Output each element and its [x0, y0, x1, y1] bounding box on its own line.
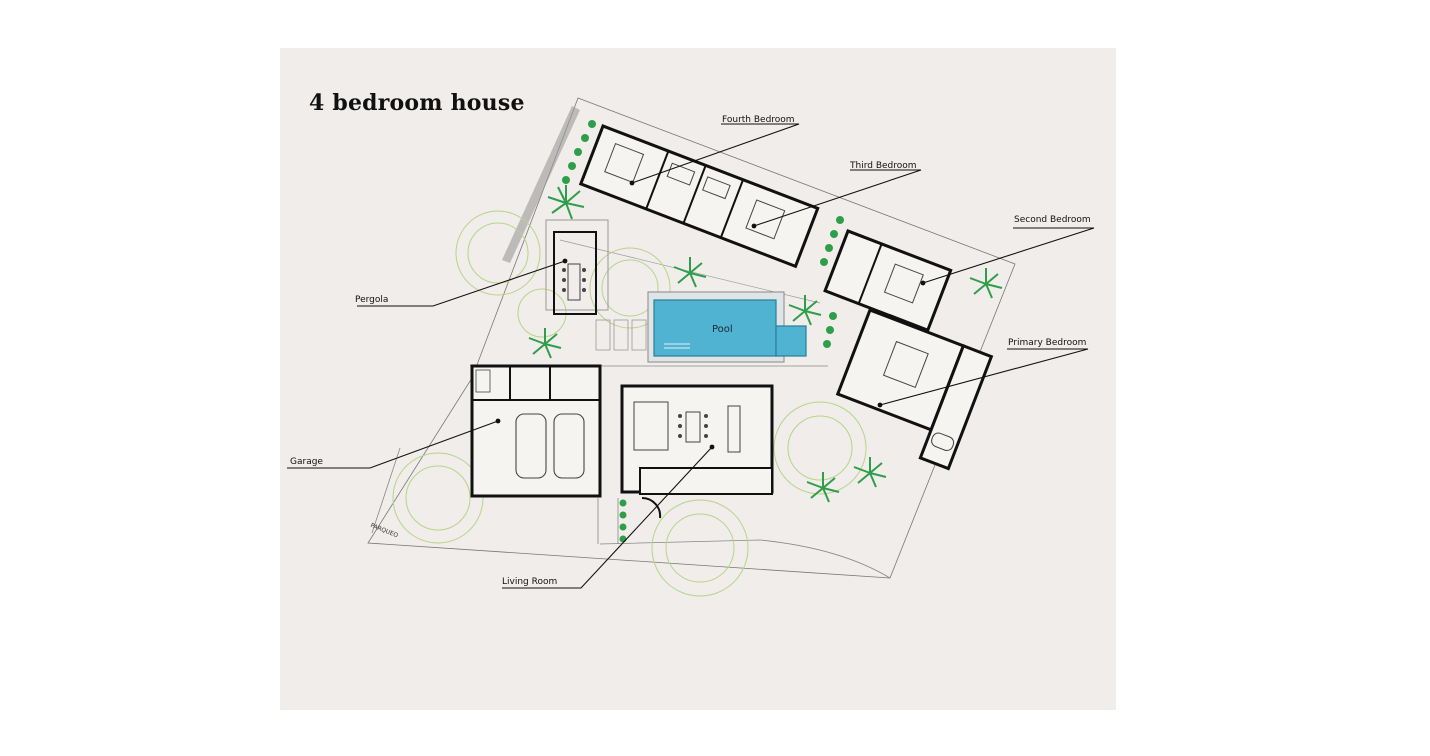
palm-trees — [528, 185, 1003, 503]
hedge-strip — [502, 106, 580, 263]
leader-lines — [287, 123, 1095, 589]
garage-building — [470, 364, 602, 498]
pergola-structure — [545, 219, 609, 315]
second-bedroom-block — [823, 229, 953, 333]
shrub-rows — [562, 120, 844, 543]
boundary-curve — [599, 539, 891, 579]
label-primary-bedroom: Primary Bedroom — [1008, 338, 1087, 348]
primary-bedroom-block — [835, 308, 994, 471]
leader-dots — [495, 180, 926, 450]
driveway-line — [371, 447, 401, 534]
floor-plan-sheet: 4 bedroom house Fourth Bedroom Third Bed… — [280, 48, 1116, 710]
tree-canopies — [392, 210, 867, 597]
living-building — [620, 384, 774, 519]
label-living-room: Living Room — [502, 577, 558, 587]
floor-plan-drawing — [287, 97, 1095, 597]
label-fourth-bedroom: Fourth Bedroom — [722, 115, 795, 125]
bedroom-wing-north — [578, 124, 820, 269]
label-pergola: Pergola — [355, 295, 389, 305]
label-garage: Garage — [290, 457, 323, 467]
page-title: 4 bedroom house — [309, 90, 525, 116]
label-third-bedroom: Third Bedroom — [850, 161, 917, 171]
deck-loungers — [595, 319, 647, 351]
pool-area — [647, 291, 807, 363]
label-second-bedroom: Second Bedroom — [1014, 215, 1091, 225]
lot-boundary — [367, 97, 1016, 579]
label-pool: Pool — [712, 324, 733, 335]
